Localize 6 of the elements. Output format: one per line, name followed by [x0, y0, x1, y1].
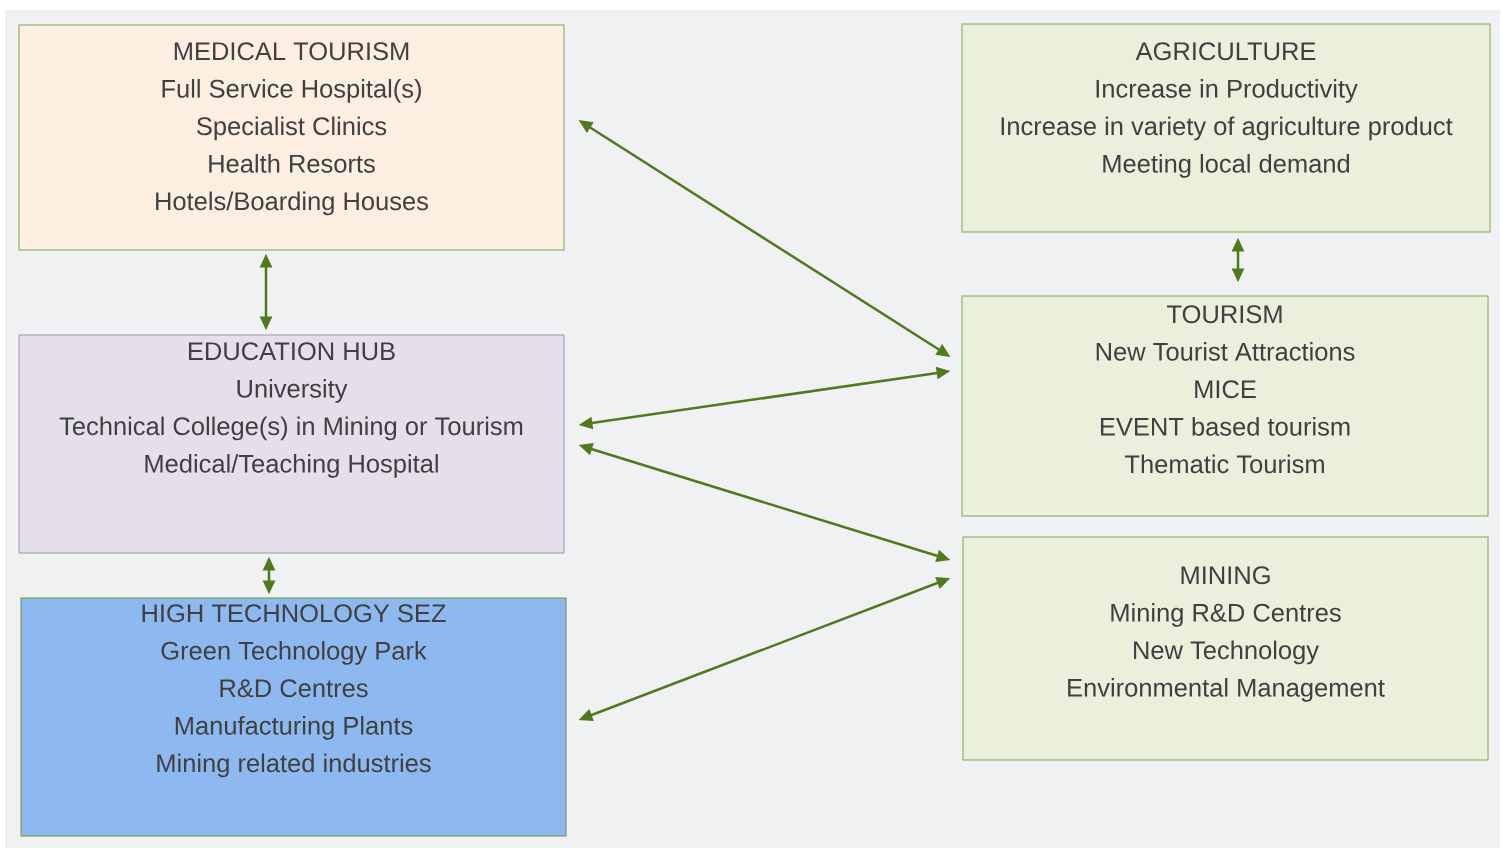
- sector-box: MINING Mining R&D Centres New Technology Environmental Management: [962, 536, 1489, 761]
- sector-box: HIGH TECHNOLOGY SEZ Green Technology Park R&D Centres Manufacturing Plants Mining related industries: [20, 597, 567, 837]
- sector-box: MEDICAL TOURISM Full Service Hospital(s) Specialist Clinics Health Resorts Hotels/Boarding Houses: [18, 24, 565, 251]
- sector-box: TOURISM New Tourist Attractions MICE EVENT based tourism Thematic Tourism: [961, 295, 1489, 517]
- sector-box: AGRICULTURE Increase in Productivity Increase in variety of agriculture product Meeting local demand: [961, 23, 1491, 233]
- sector-box: EDUCATION HUB University Technical College(s) in Mining or Tourism Medical/Teaching Hospital: [18, 334, 565, 554]
